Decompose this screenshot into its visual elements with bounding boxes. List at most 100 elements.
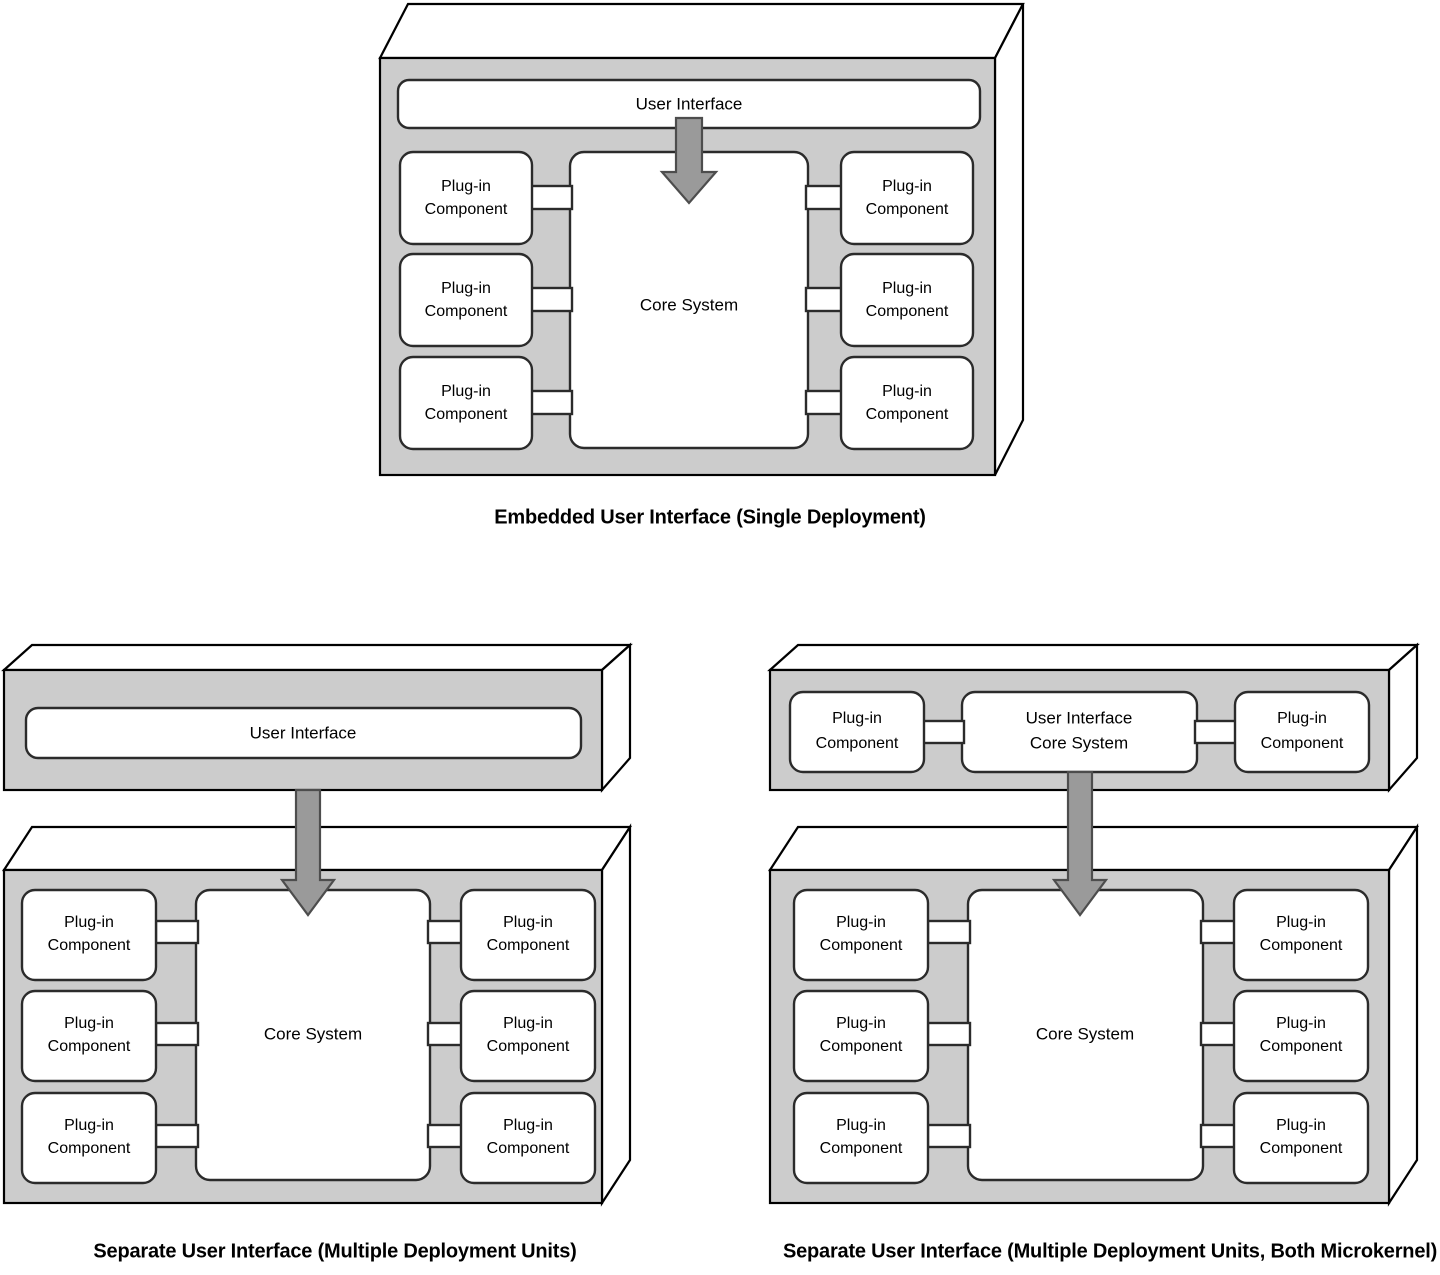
plugin-label-line1: Plug-in xyxy=(64,1015,114,1032)
plugin-component[interactable]: Plug-in Component xyxy=(839,150,975,246)
user-interface-box[interactable] xyxy=(24,706,583,760)
plugin-box[interactable] xyxy=(459,989,597,1083)
plugin-box[interactable] xyxy=(792,989,930,1083)
plugin-label-line2: Component xyxy=(48,1140,131,1157)
plugin-component[interactable]: Plug-in Component xyxy=(20,888,158,982)
plugin-box[interactable] xyxy=(459,888,597,982)
plugin-component[interactable]: Plug-in Component xyxy=(1232,888,1370,982)
plugin-box[interactable] xyxy=(839,252,975,348)
plugin-component[interactable]: Plug-in Component xyxy=(398,150,534,246)
plugin-box[interactable] xyxy=(20,888,158,982)
plugin-label-line1: Plug-in xyxy=(836,1117,886,1134)
plugin-component[interactable]: Plug-in Component xyxy=(398,355,534,451)
plugin-component[interactable]: Plug-in Component xyxy=(20,989,158,1083)
core-system-label: Core System xyxy=(1036,1024,1134,1043)
plugin-box[interactable] xyxy=(459,1091,597,1185)
plugin-component[interactable]: Plug-in Component xyxy=(839,355,975,451)
plugin-label-line2: Component xyxy=(866,303,949,320)
plugin-label-line1: Plug-in xyxy=(64,1117,114,1134)
deployment-unit-microkernel-core: Core System Plug-in Component Plug-in Co… xyxy=(767,823,1420,1207)
ui-core-system-box[interactable] xyxy=(960,690,1199,774)
plugin-label-line1: Plug-in xyxy=(832,710,882,727)
plugin-component[interactable]: Plug-in Component xyxy=(792,888,930,982)
plugin-label-line2: Component xyxy=(48,937,131,954)
flow-arrow-icon xyxy=(1051,770,1109,917)
plugin-label-line2: Component xyxy=(866,201,949,218)
plugin-box[interactable] xyxy=(1232,1091,1370,1185)
plugin-box[interactable] xyxy=(792,888,930,982)
plugin-box[interactable] xyxy=(792,1091,930,1185)
plugin-box[interactable] xyxy=(1232,888,1370,982)
plugin-component[interactable]: Plug-in Component xyxy=(1233,690,1371,774)
box-side-face xyxy=(600,823,632,1207)
plugin-label-line2: Component xyxy=(1260,1140,1343,1157)
connector xyxy=(920,719,966,745)
plugin-label-line2: Component xyxy=(487,937,570,954)
plugin-component[interactable]: Plug-in Component xyxy=(839,252,975,348)
plugin-label-line2: Component xyxy=(1261,735,1344,752)
user-interface-label: User Interface xyxy=(250,723,357,742)
plugin-label-line1: Plug-in xyxy=(503,1117,553,1134)
plugin-component[interactable]: Plug-in Component xyxy=(792,989,930,1083)
panel-separate-microkernel: User Interface Core System Plug-in Compo… xyxy=(767,642,1437,1262)
connector xyxy=(1193,719,1239,745)
core-system-label: Core System xyxy=(640,295,738,314)
plugin-label-line2: Component xyxy=(48,1038,131,1055)
user-interface-label: User Interface xyxy=(636,94,743,113)
flow-arrow-icon xyxy=(659,116,719,205)
connector xyxy=(926,919,972,945)
panel-caption: Separate User Interface (Multiple Deploy… xyxy=(783,1240,1437,1262)
plugin-component[interactable]: Plug-in Component xyxy=(459,888,597,982)
plugin-label-line2: Component xyxy=(425,303,508,320)
plugin-box[interactable] xyxy=(839,355,975,451)
deployment-unit-separate-core: Core System Plug-in Component Plug-in Co… xyxy=(1,823,633,1207)
connector xyxy=(154,1123,200,1149)
plugin-component[interactable]: Plug-in Component xyxy=(459,1091,597,1185)
box-side-face xyxy=(600,642,632,793)
core-system-label: Core System xyxy=(264,1024,362,1043)
connector xyxy=(528,389,574,416)
flow-arrow-icon xyxy=(279,788,337,917)
plugin-box[interactable] xyxy=(398,150,534,246)
plugin-label-line1: Plug-in xyxy=(836,914,886,931)
deployment-unit-microkernel-ui: User Interface Core System Plug-in Compo… xyxy=(767,642,1420,793)
plugin-label-line2: Component xyxy=(425,201,508,218)
plugin-box[interactable] xyxy=(398,252,534,348)
box-side-face xyxy=(1387,642,1419,793)
plugin-box[interactable] xyxy=(20,1091,158,1185)
connector xyxy=(528,184,574,211)
plugin-label-line2: Component xyxy=(820,1140,903,1157)
plugin-label-line1: Plug-in xyxy=(1276,914,1326,931)
plugin-label-line2: Component xyxy=(820,1038,903,1055)
panel-embedded: User Interface Core System Plug-in Compo… xyxy=(378,2,1025,528)
plugin-component[interactable]: Plug-in Component xyxy=(792,1091,930,1185)
plugin-label-line2: Component xyxy=(866,406,949,423)
plugin-box[interactable] xyxy=(1232,989,1370,1083)
plugin-label-line1: Plug-in xyxy=(503,1015,553,1032)
connector xyxy=(926,1123,972,1149)
plugin-label-line2: Component xyxy=(487,1140,570,1157)
box-top-face xyxy=(378,2,1025,60)
connector xyxy=(926,1021,972,1047)
plugin-label-line1: Plug-in xyxy=(836,1015,886,1032)
plugin-label-line1: Plug-in xyxy=(441,280,491,297)
plugin-box[interactable] xyxy=(839,150,975,246)
plugin-label-line1: Plug-in xyxy=(882,280,932,297)
plugin-box[interactable] xyxy=(1233,690,1371,774)
plugin-label-line1: Plug-in xyxy=(441,383,491,400)
box-top-face xyxy=(1,643,633,672)
plugin-component[interactable]: Plug-in Component xyxy=(459,989,597,1083)
plugin-label-line1: Plug-in xyxy=(882,178,932,195)
plugin-component[interactable]: Plug-in Component xyxy=(788,690,926,774)
plugin-component[interactable]: Plug-in Component xyxy=(20,1091,158,1185)
plugin-box[interactable] xyxy=(398,355,534,451)
plugin-component[interactable]: Plug-in Component xyxy=(398,252,534,348)
plugin-box[interactable] xyxy=(20,989,158,1083)
plugin-label-line2: Component xyxy=(820,937,903,954)
plugin-component[interactable]: Plug-in Component xyxy=(1232,989,1370,1083)
plugin-label-line1: Plug-in xyxy=(882,383,932,400)
plugin-label-line1: Plug-in xyxy=(1276,1015,1326,1032)
plugin-box[interactable] xyxy=(788,690,926,774)
plugin-component[interactable]: Plug-in Component xyxy=(1232,1091,1370,1185)
plugin-label-line1: Plug-in xyxy=(1276,1117,1326,1134)
